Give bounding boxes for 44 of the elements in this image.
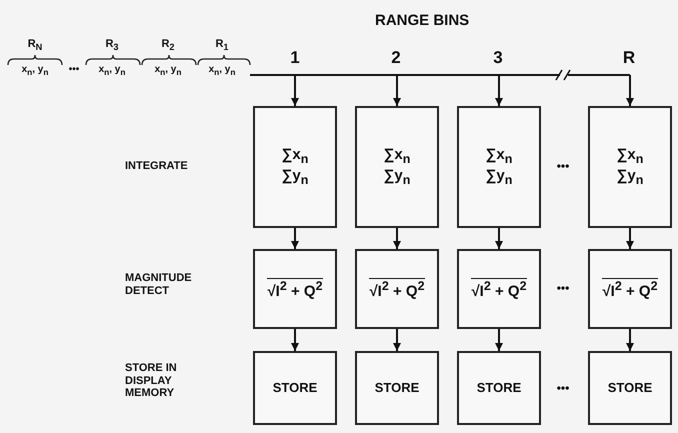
store-box: STORE bbox=[457, 351, 541, 425]
bin-number: 2 bbox=[391, 48, 401, 68]
store-box: STORE bbox=[588, 351, 672, 425]
sample-label: x$_{n}$, y$_{n}$ bbox=[98, 64, 126, 78]
arrow bbox=[626, 75, 634, 106]
arrow bbox=[495, 329, 503, 351]
arrow bbox=[291, 329, 299, 351]
arrow bbox=[495, 75, 503, 106]
range-label: R$_{3}$ bbox=[105, 38, 119, 53]
heading: RANGE BINS bbox=[375, 12, 470, 30]
ellipsis: ••• bbox=[556, 382, 570, 396]
bin-number: 3 bbox=[493, 48, 503, 68]
store-box: STORE bbox=[355, 351, 439, 425]
bin-number: R bbox=[622, 48, 636, 68]
magnitude-detect-box: √I$^{2}$ + Q$^{2}$ bbox=[588, 249, 672, 329]
arrow bbox=[291, 75, 299, 106]
sample-label: x$_{n}$, y$_{n}$ bbox=[208, 64, 236, 78]
integrate-box: ∑x$_{n}$ ∑y$_{n}$ bbox=[253, 106, 337, 228]
arrow bbox=[291, 228, 299, 249]
ellipsis: ••• bbox=[68, 64, 80, 76]
row-label: INTEGRATE bbox=[125, 160, 188, 173]
row-label: MAGNITUDE DETECT bbox=[125, 272, 193, 298]
range-label: R$_{1}$ bbox=[215, 38, 229, 53]
range-label: R$_{2}$ bbox=[161, 38, 175, 53]
magnitude-detect-box: √I$^{2}$ + Q$^{2}$ bbox=[253, 249, 337, 329]
store-box: STORE bbox=[253, 351, 337, 425]
magnitude-detect-box: √I$^{2}$ + Q$^{2}$ bbox=[457, 249, 541, 329]
magnitude-detect-box: √I$^{2}$ + Q$^{2}$ bbox=[355, 249, 439, 329]
arrow bbox=[626, 329, 634, 351]
arrow bbox=[393, 228, 401, 249]
arrow bbox=[393, 329, 401, 351]
arrow bbox=[495, 228, 503, 249]
arrow bbox=[393, 75, 401, 106]
ellipsis: ••• bbox=[556, 160, 570, 174]
sample-label: x$_{n}$, y$_{n}$ bbox=[22, 64, 48, 78]
row-label: STORE IN DISPLAY MEMORY bbox=[125, 362, 178, 400]
integrate-box: ∑x$_{n}$ ∑y$_{n}$ bbox=[355, 106, 439, 228]
integrate-box: ∑x$_{n}$ ∑y$_{n}$ bbox=[588, 106, 672, 228]
integrate-box: ∑x$_{n}$ ∑y$_{n}$ bbox=[457, 106, 541, 228]
ellipsis: ••• bbox=[556, 282, 570, 296]
bin-number: 1 bbox=[290, 48, 300, 68]
range-label: R$_{N}$ bbox=[28, 38, 42, 53]
arrow bbox=[626, 228, 634, 249]
sample-label: x$_{n}$, y$_{n}$ bbox=[154, 64, 182, 78]
